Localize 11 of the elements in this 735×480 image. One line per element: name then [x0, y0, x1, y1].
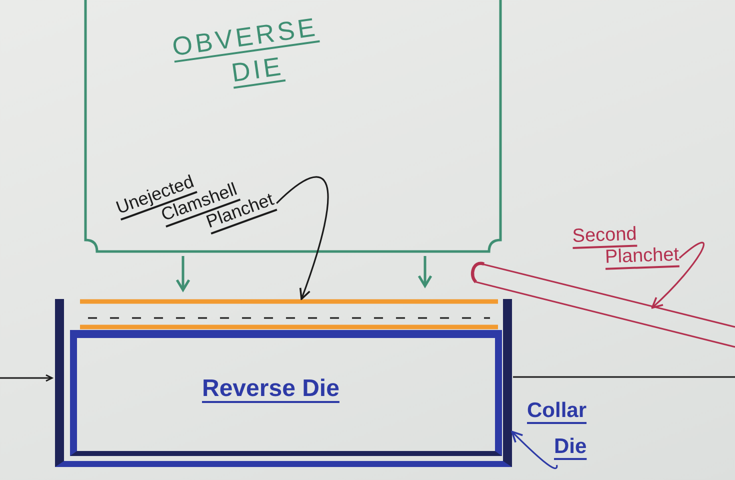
collar-outline	[55, 299, 512, 467]
die-label: OBVERSE DIE	[170, 10, 321, 90]
planchet	[80, 299, 498, 330]
die-label: Reverse Die	[202, 375, 340, 403]
leader-line	[511, 430, 558, 469]
die-block	[70, 330, 502, 456]
leader-line	[276, 176, 329, 300]
callout-label: Second Planchet	[572, 222, 680, 270]
die-block	[84, 0, 502, 253]
leader-line	[651, 242, 704, 309]
callout-label: Collar Die	[527, 393, 587, 465]
